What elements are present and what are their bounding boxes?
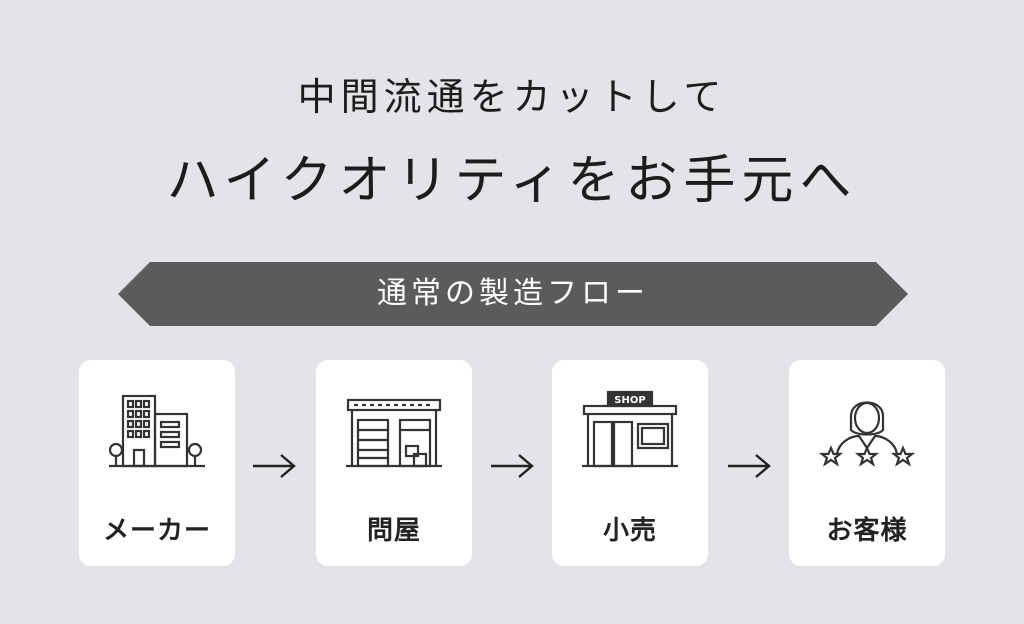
- arrow-right-icon: [491, 454, 534, 478]
- flow-card-maker: メーカー: [79, 360, 235, 566]
- factory-building-icon: [108, 394, 205, 468]
- warehouse-icon: [346, 398, 442, 468]
- headline-line-1: 中間流通をカットして: [297, 75, 727, 119]
- shop-sign-text: SHOP: [614, 395, 645, 406]
- headline-line-2: ハイクオリティをお手元へ: [166, 151, 858, 211]
- customer-rating-icon: [818, 401, 916, 467]
- banner-label: 通常の製造フロー: [377, 276, 649, 311]
- arrow-right-icon: [728, 454, 771, 478]
- flow-card-customer: お客様: [789, 360, 945, 566]
- banner-shape: [118, 262, 908, 326]
- flow-card-label: メーカー: [102, 516, 211, 546]
- flow-card-label: 小売: [602, 516, 657, 546]
- arrow-right-icon: [253, 454, 296, 478]
- shop-icon: SHOP: [582, 390, 678, 468]
- flow-card-wholesaler: 問屋: [316, 360, 472, 566]
- flow-card-label: 問屋: [366, 516, 421, 546]
- flow-banner: 通常の製造フロー: [118, 262, 908, 326]
- flow-card-label: お客様: [826, 516, 908, 546]
- flow-card-retail: SHOP 小売: [552, 360, 708, 566]
